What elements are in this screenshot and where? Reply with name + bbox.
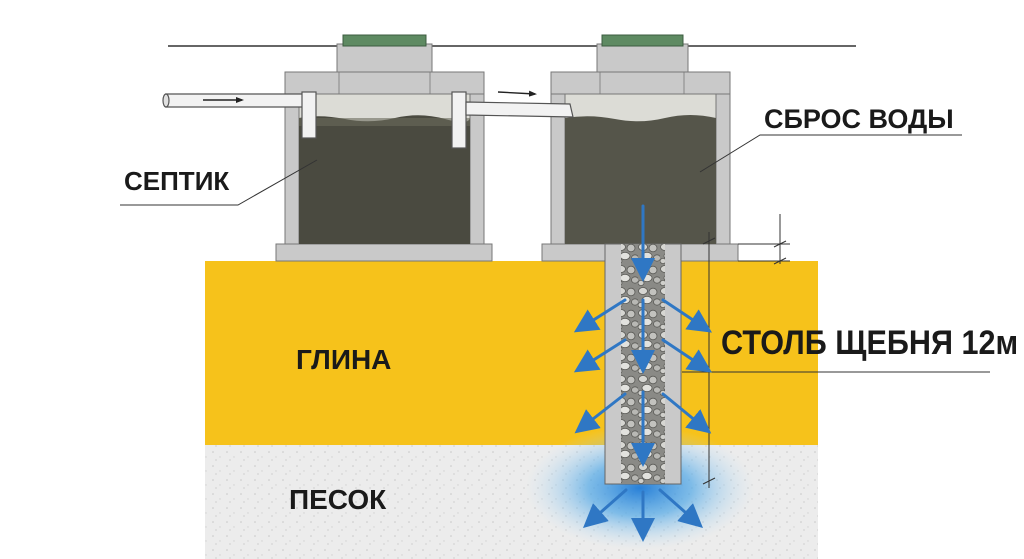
gravel-column-label: СТОЛБ ЩЕБНЯ 12м	[721, 324, 1019, 362]
sand-label: ПЕСОК	[289, 484, 387, 515]
arrow-icon	[658, 488, 703, 528]
drain-lid	[601, 34, 684, 47]
arrow-icon	[661, 298, 712, 333]
septic-water	[299, 115, 470, 244]
septic-label: СЕПТИК	[124, 166, 230, 196]
inlet-pipe	[162, 91, 317, 139]
arrow-icon	[583, 488, 628, 528]
septic-tank	[275, 34, 493, 262]
clay-layer	[205, 261, 818, 445]
arrow-icon	[661, 338, 712, 373]
overflow-pipe	[451, 90, 574, 149]
water-drain-label: СБРОС ВОДЫ	[764, 104, 954, 134]
drain-tank	[541, 34, 739, 262]
drain-water	[565, 115, 716, 244]
arrow-icon	[661, 392, 712, 434]
arrow-icon	[574, 392, 627, 434]
septic-lid	[342, 34, 427, 47]
clay-label: ГЛИНА	[296, 344, 392, 375]
arrow-icon	[573, 298, 627, 333]
arrow-icon	[573, 338, 627, 373]
flow-arrows	[573, 204, 712, 542]
